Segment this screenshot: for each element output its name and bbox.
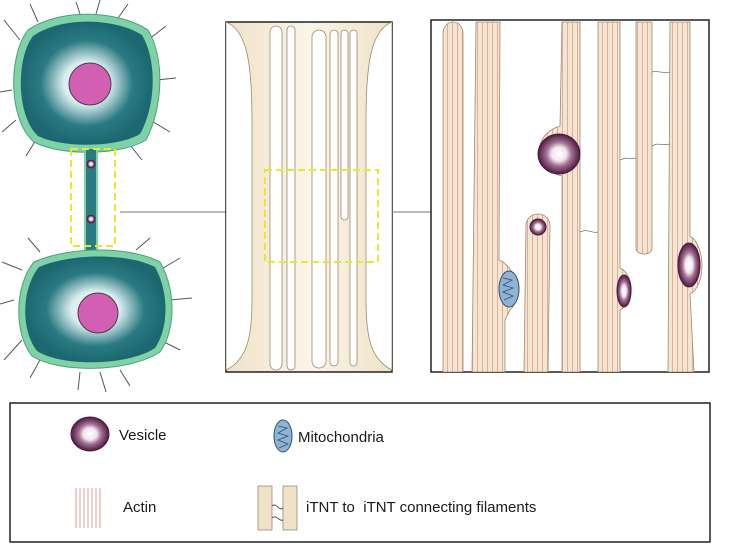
vesicle: [529, 218, 547, 236]
itnt-detail-panel: [430, 19, 710, 373]
actin-icon: [75, 488, 101, 528]
top-cell-nucleus: [68, 62, 112, 106]
vesicle-icon: [70, 416, 110, 452]
bottom-cell-filopodia: [0, 237, 193, 393]
itnt-bundle-panel: [225, 21, 393, 373]
cell-pair-panel: [0, 0, 193, 393]
legend-connector-label: iTNT to iTNT connecting filaments: [306, 499, 536, 516]
legend-vesicle-label: Vesicle: [119, 427, 167, 444]
itnt-tube: [442, 21, 464, 372]
vesicle: [537, 133, 581, 175]
bridge-vesicle-upper: [86, 159, 96, 169]
bridge-vesicle-lower: [86, 214, 96, 224]
legend-actin-label: Actin: [123, 499, 156, 516]
legend-box: Vesicle Mitochondria Actin iTNT to iTNT …: [9, 402, 711, 543]
legend-mitochondria-label: Mitochondria: [298, 429, 385, 446]
itnt-tube: [523, 213, 551, 372]
vesicle: [616, 274, 632, 308]
bundle-highlight-box: [264, 169, 379, 263]
mitochondria-icon: [273, 419, 293, 453]
itnt-tube: [635, 21, 653, 255]
bridge-highlight-box: [70, 148, 116, 247]
connector-icon: [257, 485, 298, 531]
vesicle: [677, 242, 701, 288]
mitochondrion: [498, 270, 520, 308]
bottom-cell-nucleus: [77, 292, 119, 334]
